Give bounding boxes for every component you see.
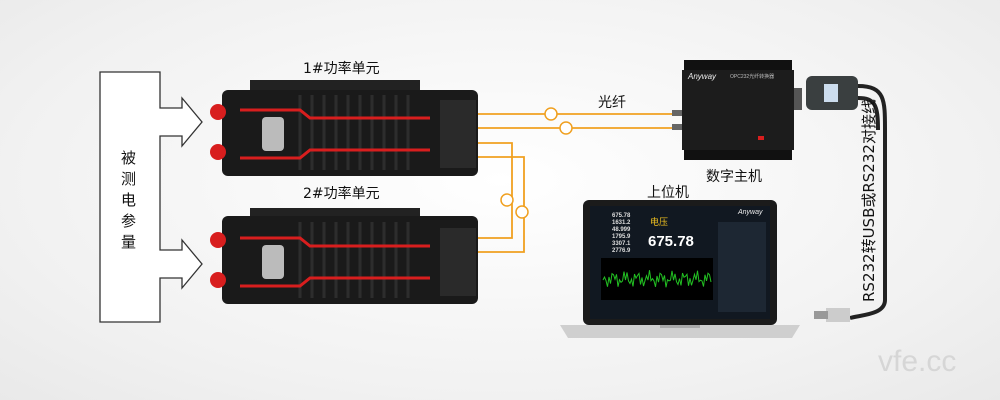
fiber-label: 光纤 — [598, 95, 626, 111]
fiber-connector-icons — [500, 107, 573, 219]
cable-label: RS232转USB或RS232对接线 — [860, 99, 878, 302]
screen-reading: 1795.9 — [612, 234, 631, 240]
screen-big-label: 电压 — [650, 217, 669, 227]
host-brand-logo: Anyway — [688, 72, 717, 81]
host-label: 数字主机 — [706, 169, 762, 185]
host-model-label: OPC232光纤转换器 — [730, 74, 775, 80]
measured-input-arrows — [99, 71, 203, 323]
unit1-label: 1#功率单元 — [303, 61, 380, 77]
watermark: vfe.cc — [878, 345, 957, 378]
screen-reading: 1631.2 — [612, 220, 631, 226]
power-unit-1 — [210, 80, 478, 176]
screen-big-value: 675.78 — [648, 233, 694, 250]
pc-label: 上位机 — [647, 185, 689, 201]
power-unit-2 — [210, 208, 478, 304]
measured-parameters-label: 被测电参量 — [119, 150, 137, 255]
screen-reading: 48.999 — [612, 227, 631, 233]
laptop-brand-logo: Anyway — [738, 209, 763, 216]
screen-reading: 675.78 — [612, 213, 631, 219]
unit2-label: 2#功率单元 — [303, 186, 380, 202]
screen-reading: 3307.1 — [612, 241, 631, 247]
laptop — [560, 200, 800, 338]
digital-host-device — [672, 60, 802, 160]
fiber-lines — [478, 113, 678, 253]
rs232-usb-cable — [806, 76, 887, 322]
waveform — [602, 270, 712, 288]
screen-reading: 2776.9 — [612, 248, 631, 254]
